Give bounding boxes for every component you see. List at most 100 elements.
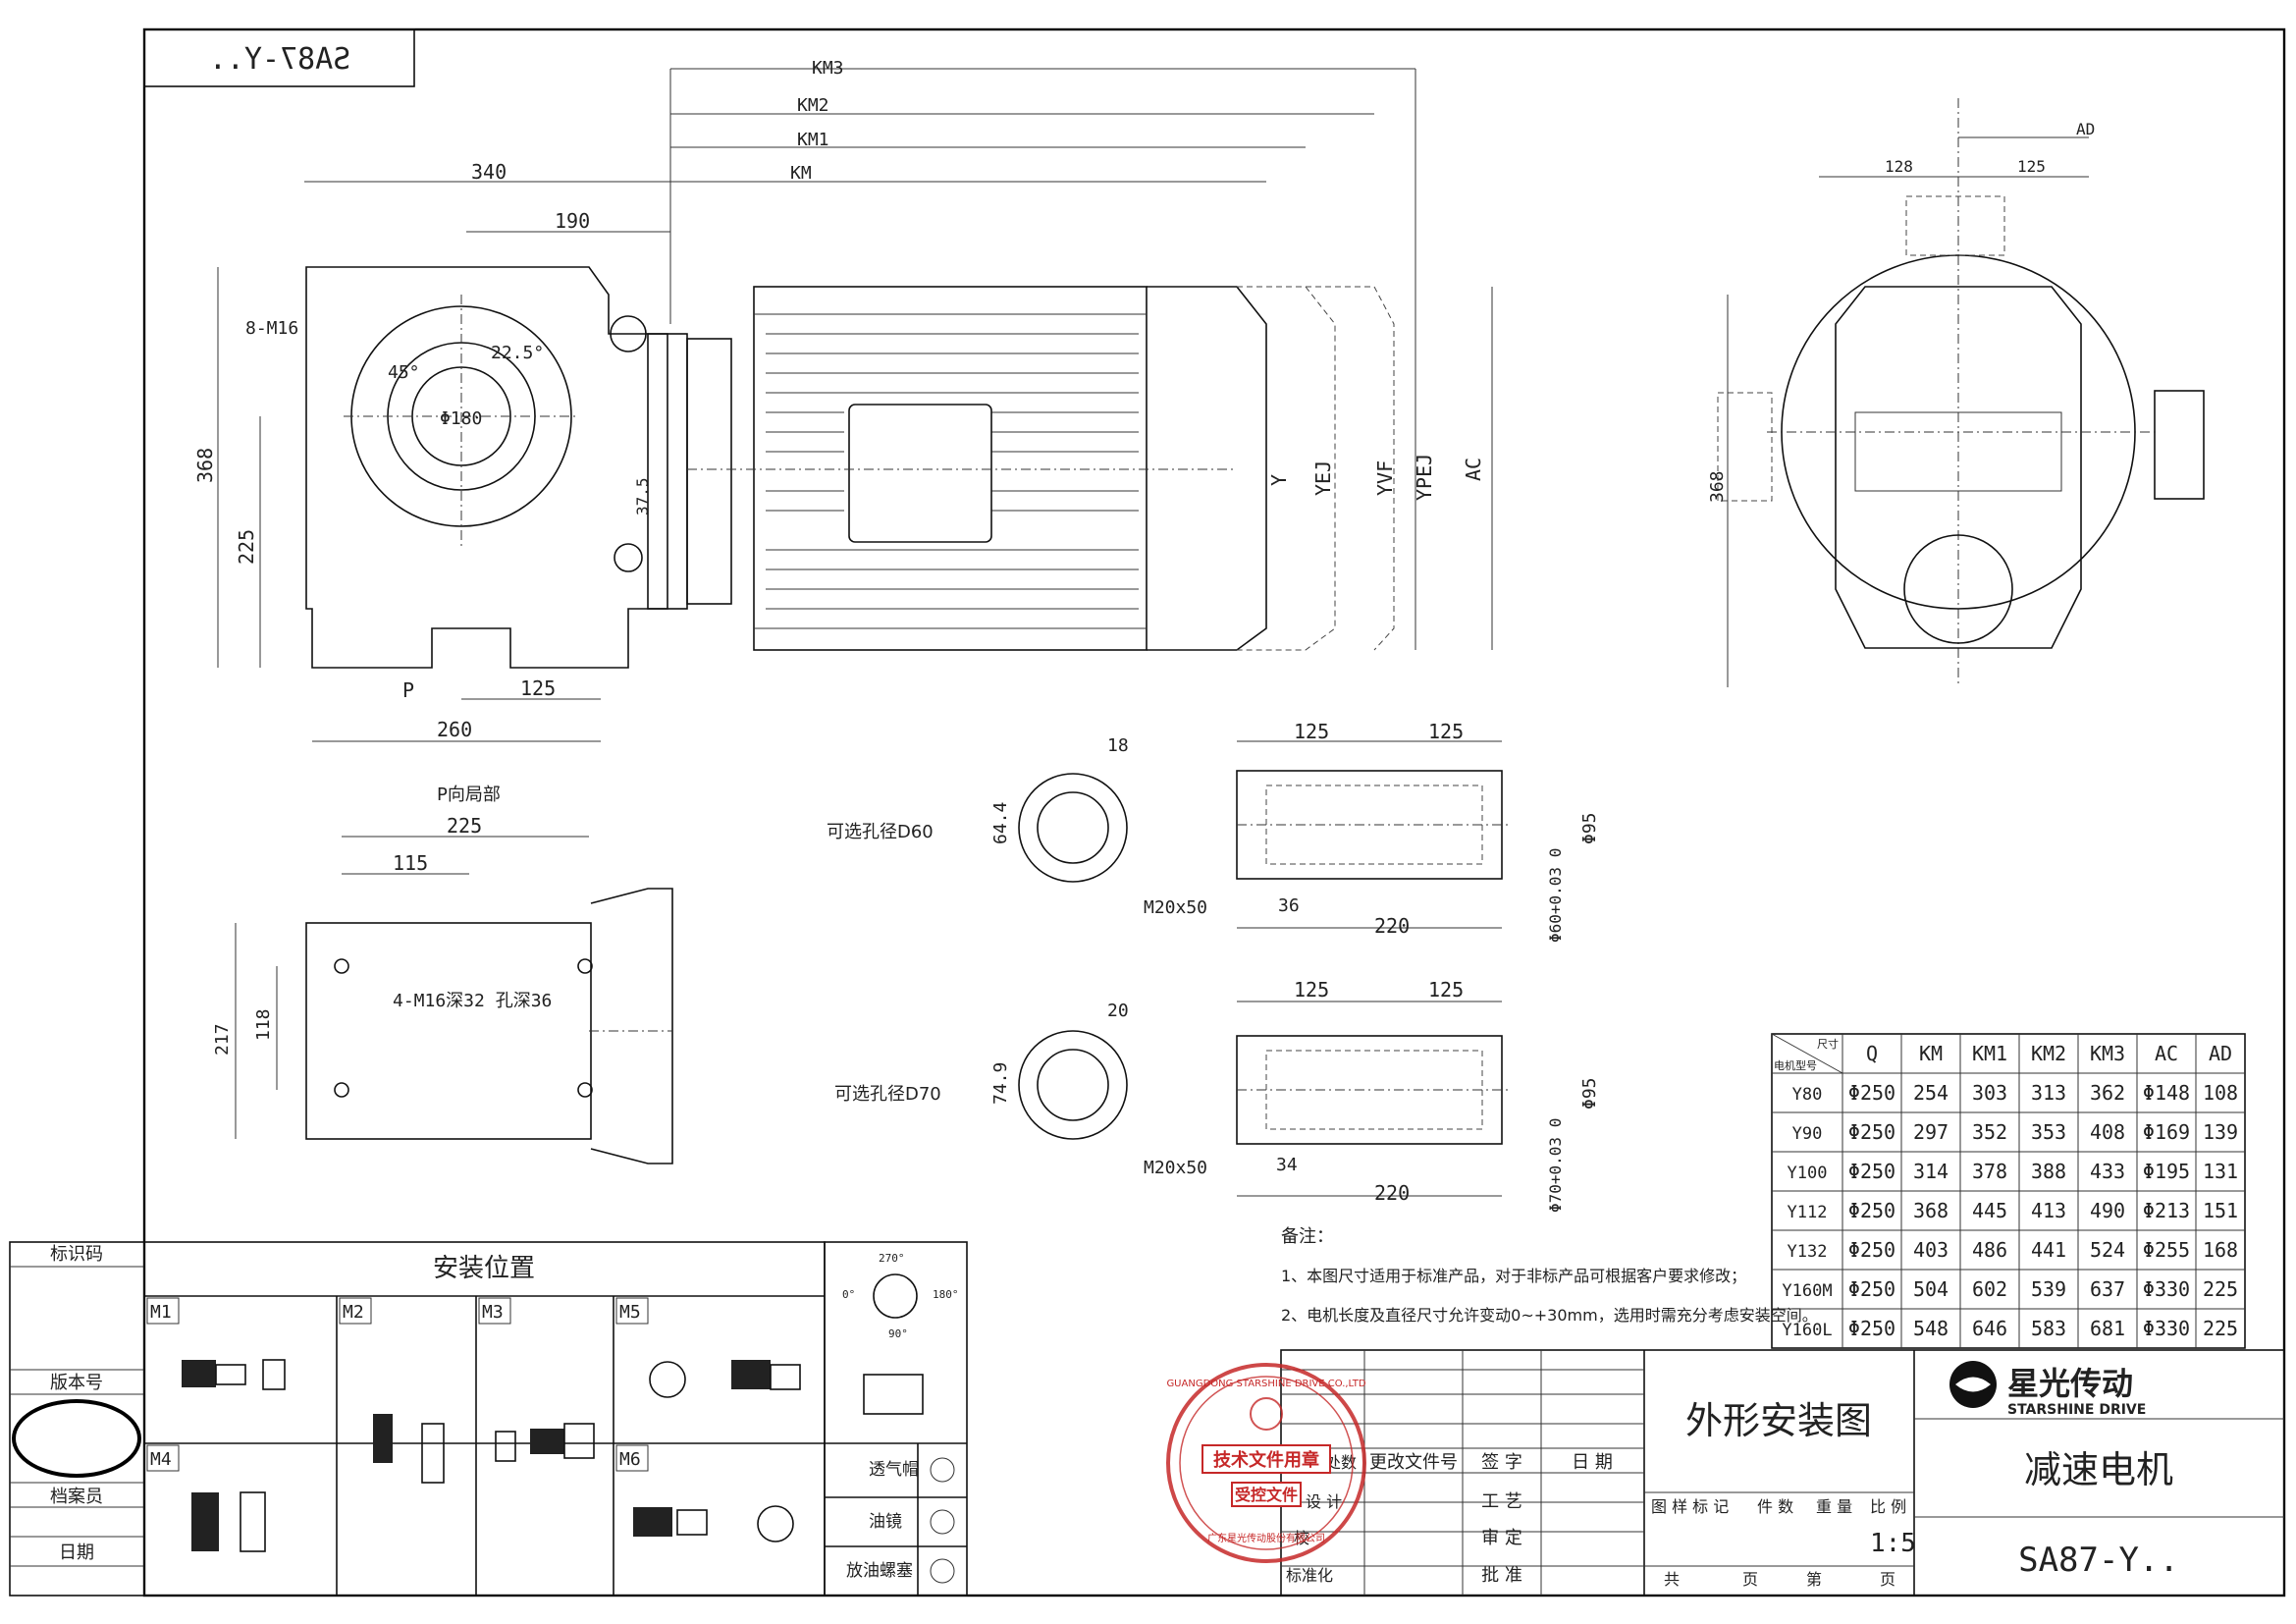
mounting-title: 安装位置 (433, 1254, 535, 1283)
d70-label: 可选孔径D70 (834, 1084, 941, 1105)
table-cell: 548 (1913, 1317, 1949, 1340)
dim-225-p: 225 (447, 814, 482, 838)
dim-128: 128 (1885, 157, 1913, 176)
tb-flags: 处数 (1325, 1453, 1357, 1472)
table-header: Q (1866, 1042, 1878, 1065)
angle-45: 45° (388, 362, 420, 383)
dim-118: 118 (253, 1008, 274, 1041)
table-cell: Y160M (1782, 1281, 1832, 1301)
mount-position-label: M6 (619, 1449, 641, 1470)
tb-page2: 页 (1880, 1570, 1896, 1589)
dim-260: 260 (437, 718, 472, 741)
label-ypej: YPEJ (1413, 454, 1436, 501)
table-cell: Φ250 (1848, 1199, 1896, 1222)
d60-125a: 125 (1294, 720, 1329, 743)
label-version: 版本号 (50, 1373, 103, 1393)
table-cell: 368 (1913, 1199, 1949, 1222)
tb-model: SA87-Y.. (2018, 1541, 2179, 1580)
label-y: Y (1267, 474, 1291, 486)
tb-process: 工 艺 (1481, 1491, 1522, 1512)
table-cell: Y160L (1782, 1321, 1832, 1340)
d60-thread: M20x50 (1144, 897, 1207, 918)
table-header: AD (2209, 1042, 2232, 1065)
table-header: AC (2155, 1042, 2178, 1065)
p-arrow: P (402, 678, 414, 702)
bore-180: Φ180 (440, 408, 482, 429)
dim-125: 125 (520, 677, 556, 700)
table-cell: 486 (1972, 1238, 2007, 1262)
note-line-1: 1、本图尺寸适用于标准产品，对于非标产品可根据客户要求修改； (1281, 1267, 1746, 1285)
d70-tol: Φ70+0.03 0 (1546, 1118, 1565, 1213)
dim-217: 217 (212, 1023, 233, 1056)
holes-spec: 4-M16深32 孔深36 (393, 991, 552, 1011)
code-box (143, 28, 415, 87)
stamp-line2: 受控文件 (1235, 1486, 1298, 1504)
d60-label: 可选孔径D60 (827, 822, 934, 842)
terminal-box (848, 404, 992, 543)
angle-22-5: 22.5° (491, 343, 544, 363)
dim-368: 368 (193, 448, 217, 483)
angle-label: 180° (933, 1288, 959, 1301)
table-cell: Y80 (1792, 1085, 1823, 1105)
table-cell: Φ250 (1848, 1238, 1896, 1262)
d70-depth: 74.9 (990, 1062, 1011, 1105)
d70-dia95: Φ95 (1579, 1077, 1600, 1110)
dim-340: 340 (471, 160, 507, 184)
table-cell: 313 (2031, 1081, 2066, 1105)
red-stamp: GUANGDONG STARSHINE DRIVE CO.,LTD 技术文件用章… (1166, 1363, 1366, 1563)
d70-l220: 220 (1374, 1181, 1410, 1205)
tb-pieces: 件 数 (1757, 1497, 1793, 1516)
table-cell: 524 (2090, 1238, 2125, 1262)
label-archivist: 档案员 (50, 1487, 103, 1507)
table-cell: 353 (2031, 1120, 2066, 1144)
table-cell: Φ213 (2143, 1199, 2190, 1222)
table-cell: 441 (2031, 1238, 2066, 1262)
table-cell: 681 (2090, 1317, 2125, 1340)
table-cell: 408 (2090, 1120, 2125, 1144)
tb-scale-label: 比 例 (1870, 1497, 1906, 1516)
table-cell: 539 (2031, 1277, 2066, 1301)
stamp-bottom: 广东星光传动股份有限公司 (1207, 1532, 1325, 1544)
d60-tol: Φ60+0.03 0 (1546, 848, 1565, 943)
angle-label: 0° (842, 1288, 855, 1301)
table-cell: 445 (1972, 1199, 2007, 1222)
table-cell: Φ250 (1848, 1317, 1896, 1340)
legend-oil-sight: 油镜 (869, 1512, 902, 1532)
tb-product: 减速电机 (2024, 1448, 2173, 1491)
table-cell: 225 (2203, 1317, 2238, 1340)
table-cell: Φ250 (1848, 1120, 1896, 1144)
tb-approve: 批 准 (1481, 1565, 1522, 1586)
inner-border (142, 27, 2286, 1597)
angle-label: 270° (879, 1252, 905, 1265)
table-cell: Φ330 (2143, 1317, 2190, 1340)
table-cell: 168 (2203, 1238, 2238, 1262)
tb-date: 日 期 (1572, 1452, 1613, 1473)
d60-depth: 64.4 (990, 802, 1011, 844)
legend-drain-plug: 放油螺塞 (846, 1561, 913, 1581)
d70-key: 20 (1107, 1001, 1129, 1021)
mount-position-label: M3 (482, 1302, 504, 1323)
tb-page: 页 (1742, 1570, 1758, 1589)
table-cell: 403 (1913, 1238, 1949, 1262)
table-cell: 378 (1972, 1160, 2007, 1183)
shaft-d60: 可选孔径D60 18 64.4 125 125 Φ95 M20x50 36 22… (827, 720, 1600, 943)
table-cell: 637 (2090, 1277, 2125, 1301)
dim-km1: KM1 (797, 130, 829, 150)
table-cell: Φ250 (1848, 1081, 1896, 1105)
tb-weight: 重 量 (1816, 1497, 1852, 1516)
tb-doc-marks: 图 样 标 记 (1651, 1497, 1729, 1516)
tb-approve-check: 审 定 (1481, 1528, 1522, 1548)
legend: 透气帽 油镜 放油螺塞 (824, 1241, 968, 1597)
d60-l36: 36 (1278, 895, 1300, 916)
table-cell: 602 (1972, 1277, 2007, 1301)
mount-position-label: M4 (150, 1449, 172, 1470)
dim-km2: KM2 (797, 95, 829, 116)
table-cell: 433 (2090, 1160, 2125, 1183)
d60-125b: 125 (1428, 720, 1464, 743)
p-view: P向局部 225 115 4-M16深32 孔深36 217 118 (212, 785, 673, 1164)
table-cell: 388 (2031, 1160, 2066, 1183)
mount-position-label: M1 (150, 1302, 172, 1323)
motor-body (753, 286, 1148, 651)
table-cell: 646 (1972, 1317, 2007, 1340)
